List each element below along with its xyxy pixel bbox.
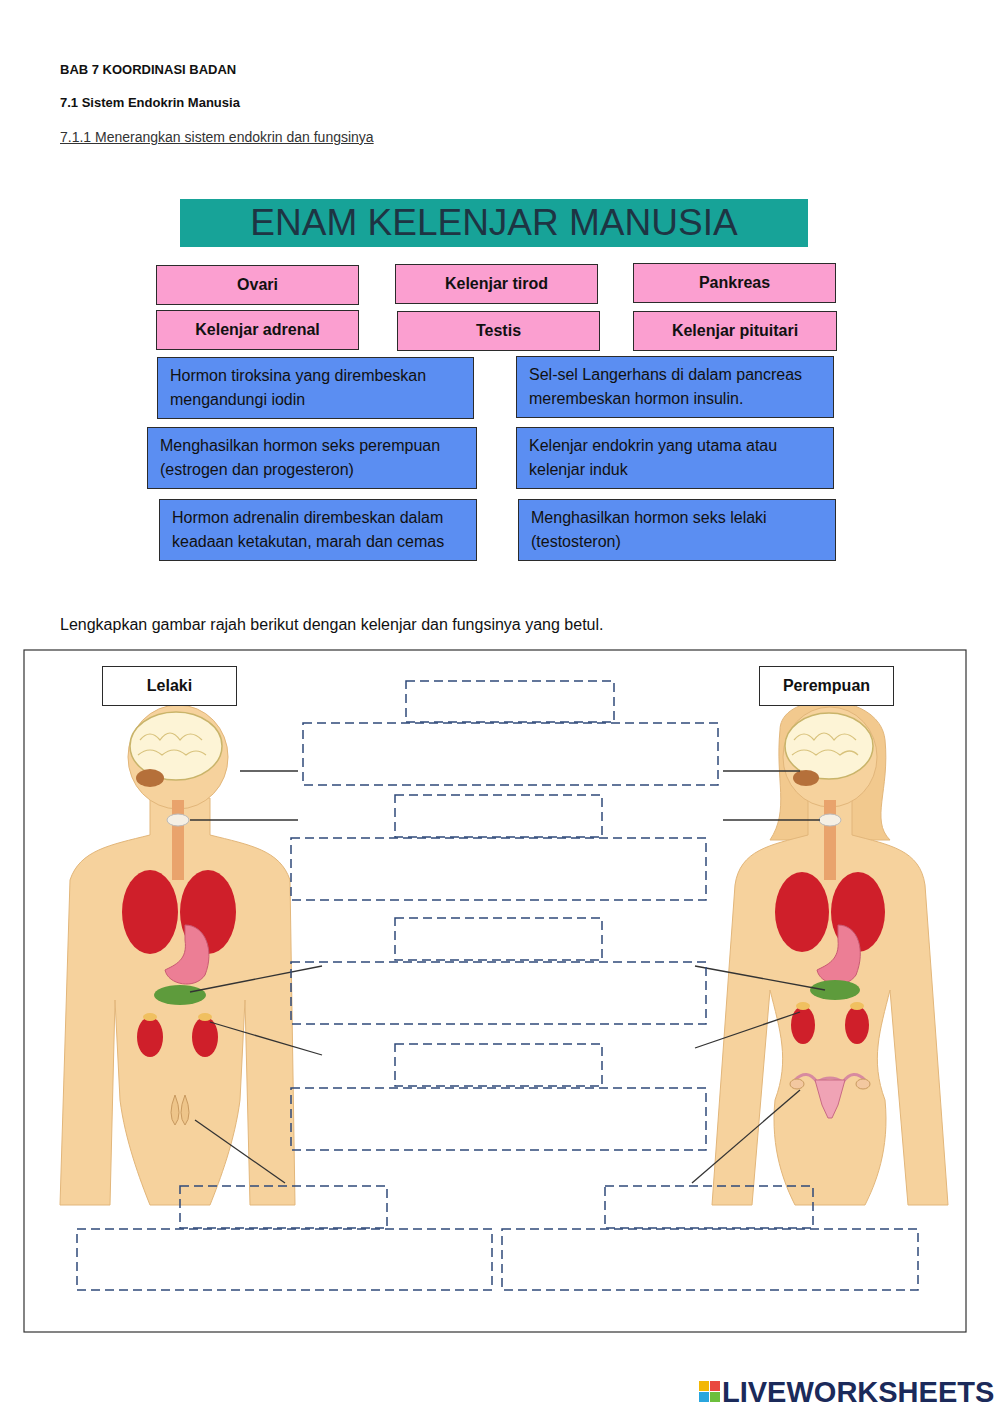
function-text: Kelenjar endokrin yang utama atau kelenj…: [529, 434, 821, 482]
function-box: Menghasilkan hormon seks perempuan (estr…: [147, 427, 477, 489]
instruction-text: Lengkapkan gambar rajah berikut dengan k…: [60, 616, 604, 634]
function-text: Sel-sel Langerhans di dalam pancreas mer…: [529, 363, 821, 411]
gland-name-box: Kelenjar pituitari: [633, 311, 837, 351]
gland-name-box: Kelenjar tirod: [395, 264, 598, 304]
gland-name: Pankreas: [640, 271, 829, 295]
title-banner: [180, 199, 808, 247]
title-text: ENAM KELENJAR MANUSIA: [180, 199, 808, 247]
gland-name-box: Testis: [397, 311, 600, 351]
leader-lines: [190, 771, 825, 1183]
gland-name-box: Kelenjar adrenal: [156, 310, 359, 350]
gender-label-box: Perempuan: [759, 666, 894, 706]
gland-name: Testis: [404, 319, 593, 343]
function-box: Hormon tiroksina yang dirembeskan mengan…: [157, 357, 474, 419]
chapter-heading: BAB 7 KOORDINASI BADAN: [60, 62, 236, 77]
function-text: Menghasilkan hormon seks perempuan (estr…: [160, 434, 464, 482]
function-text: Hormon tiroksina yang dirembeskan mengan…: [170, 364, 461, 412]
gender-label-box: Lelaki: [102, 666, 237, 706]
gland-name: Kelenjar pituitari: [640, 319, 830, 343]
gland-name: Kelenjar tirod: [402, 272, 591, 296]
gland-name: Lelaki: [109, 674, 230, 698]
gland-name: Perempuan: [766, 674, 887, 698]
subsection-heading: 7.1.1 Menerangkan sistem endokrin dan fu…: [60, 129, 374, 145]
function-box: Kelenjar endokrin yang utama atau kelenj…: [516, 427, 834, 489]
answer-boxes: [77, 681, 918, 1290]
gland-name-box: Pankreas: [633, 263, 836, 303]
diagram-frame: [24, 650, 966, 1332]
function-text: Menghasilkan hormon seks lelaki (testost…: [531, 506, 823, 554]
gland-name-box: Ovari: [156, 265, 359, 305]
female-body: [712, 701, 948, 1205]
watermark-text: LIVEWORKSHEETS: [722, 1376, 994, 1409]
function-box: Sel-sel Langerhans di dalam pancreas mer…: [516, 356, 834, 418]
function-text: Hormon adrenalin dirembeskan dalam keada…: [172, 506, 464, 554]
gland-name: Ovari: [163, 273, 352, 297]
function-box: Menghasilkan hormon seks lelaki (testost…: [518, 499, 836, 561]
male-body: [60, 705, 295, 1205]
gland-name: Kelenjar adrenal: [163, 318, 352, 342]
section-heading: 7.1 Sistem Endokrin Manusia: [60, 95, 240, 110]
watermark-icon: [699, 1381, 720, 1402]
function-box: Hormon adrenalin dirembeskan dalam keada…: [159, 499, 477, 561]
